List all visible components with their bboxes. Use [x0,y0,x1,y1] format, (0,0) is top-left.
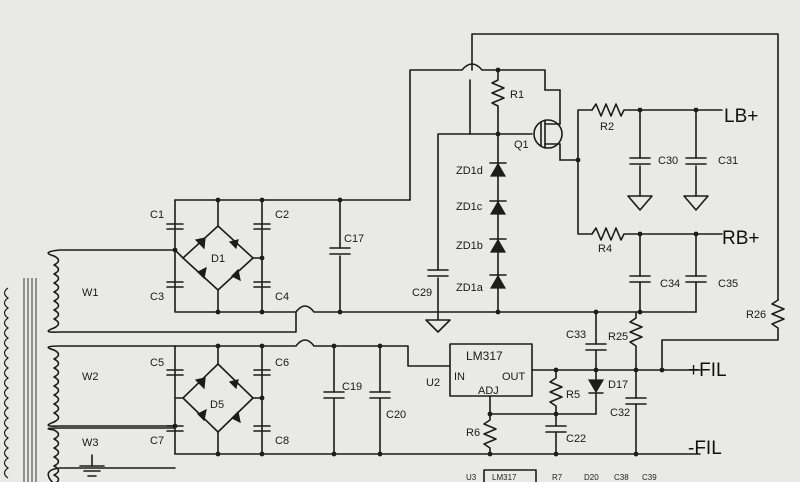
label-d17: D17 [608,379,628,391]
label-c5: C5 [150,357,164,369]
bridge-d5 [182,363,254,433]
capacitor-c8 [253,425,271,432]
mosfet-q1 [533,89,563,161]
capacitor-c33 [585,343,607,351]
label-c6: C6 [275,357,289,369]
label-c4: C4 [275,291,289,303]
capacitor-c34 [629,275,651,283]
label-u2: U2 [426,377,440,389]
label-zd1c: ZD1c [456,201,483,213]
resistor-r4 [591,227,641,241]
capacitor-c29 [427,269,449,277]
label-c17: C17 [344,233,364,245]
label-r1: R1 [510,89,524,101]
label-r5: R5 [566,389,580,401]
ic-pin-adj: ADJ [478,385,499,397]
label-zd1b: ZD1b [456,240,483,252]
bottom-c39: C39 [642,473,657,482]
label-zd1d: ZD1d [456,165,483,177]
label-c7: C7 [150,435,164,447]
label-w1: W1 [82,287,99,299]
ground-symbol-w3 [79,454,105,477]
label-c30: C30 [658,155,678,167]
resistor-r6 [483,413,497,455]
capacitor-c6 [253,369,271,376]
bottom-c38: C38 [614,473,629,482]
label-r6: R6 [466,427,480,439]
ic-pin-in: IN [454,371,465,383]
rail-lb: LB+ [724,106,758,127]
bottom-r7: R7 [552,473,563,482]
capacitor-c32 [625,397,647,405]
capacitor-c22 [545,425,567,433]
label-w3: W3 [82,437,99,449]
ic-name: LM317 [466,349,503,363]
label-d5: D5 [210,399,224,411]
resistor-r25 [629,311,643,371]
capacitor-c31 [685,157,707,165]
label-r25: R25 [608,331,628,343]
bottom-lm317: LM317 [492,473,517,482]
transformer [3,255,60,482]
capacitor-c30 [629,157,651,165]
diode-d17 [587,369,605,415]
ic-u3-box [483,469,537,482]
label-c33: C33 [566,329,586,341]
capacitor-c5 [166,369,184,376]
resistor-r1 [491,71,505,113]
rail-rb: RB+ [722,228,760,249]
label-c2: C2 [275,209,289,221]
label-w2: W2 [82,371,99,383]
capacitor-c35 [685,275,707,283]
label-r2: R2 [600,121,614,133]
capacitor-c2 [253,223,271,230]
label-c20: C20 [386,409,406,421]
label-c3: C3 [150,291,164,303]
label-c32: C32 [610,407,630,419]
bottom-u3: U3 [466,473,477,482]
label-c29: C29 [412,287,432,299]
resistor-r5 [549,369,563,415]
rail-fil-pos: +FIL [688,360,727,381]
resistor-r26 [661,299,785,371]
rail-fil-neg: -FIL [688,438,722,459]
capacitor-c19 [323,391,345,399]
capacitor-c3 [166,281,184,288]
label-c31: C31 [718,155,738,167]
label-zd1a: ZD1a [456,282,484,294]
ground-triangle-c31 [683,195,709,211]
ic-pin-out: OUT [502,371,526,383]
label-r4: R4 [598,243,612,255]
label-d1: D1 [211,253,225,265]
label-c19: C19 [342,381,362,393]
ground-triangle-c30 [627,195,653,211]
label-c35: C35 [718,278,738,290]
w2-coil [53,349,60,423]
w1-coil [53,255,60,329]
label-c34: C34 [660,278,680,290]
label-q1: Q1 [514,139,529,151]
capacitor-c20 [369,391,391,399]
capacitor-c4 [253,281,271,288]
resistor-r2 [591,103,641,117]
w3-coil [53,429,60,482]
ground-triangle-c29 [425,311,451,333]
capacitor-c1 [166,223,184,230]
label-r26: R26 [746,309,766,321]
label-c8: C8 [275,435,289,447]
label-c22: C22 [566,433,586,445]
zener-stack [489,133,507,313]
label-c1: C1 [150,209,164,221]
capacitor-c17 [329,247,351,255]
bottom-d20: D20 [584,473,599,482]
